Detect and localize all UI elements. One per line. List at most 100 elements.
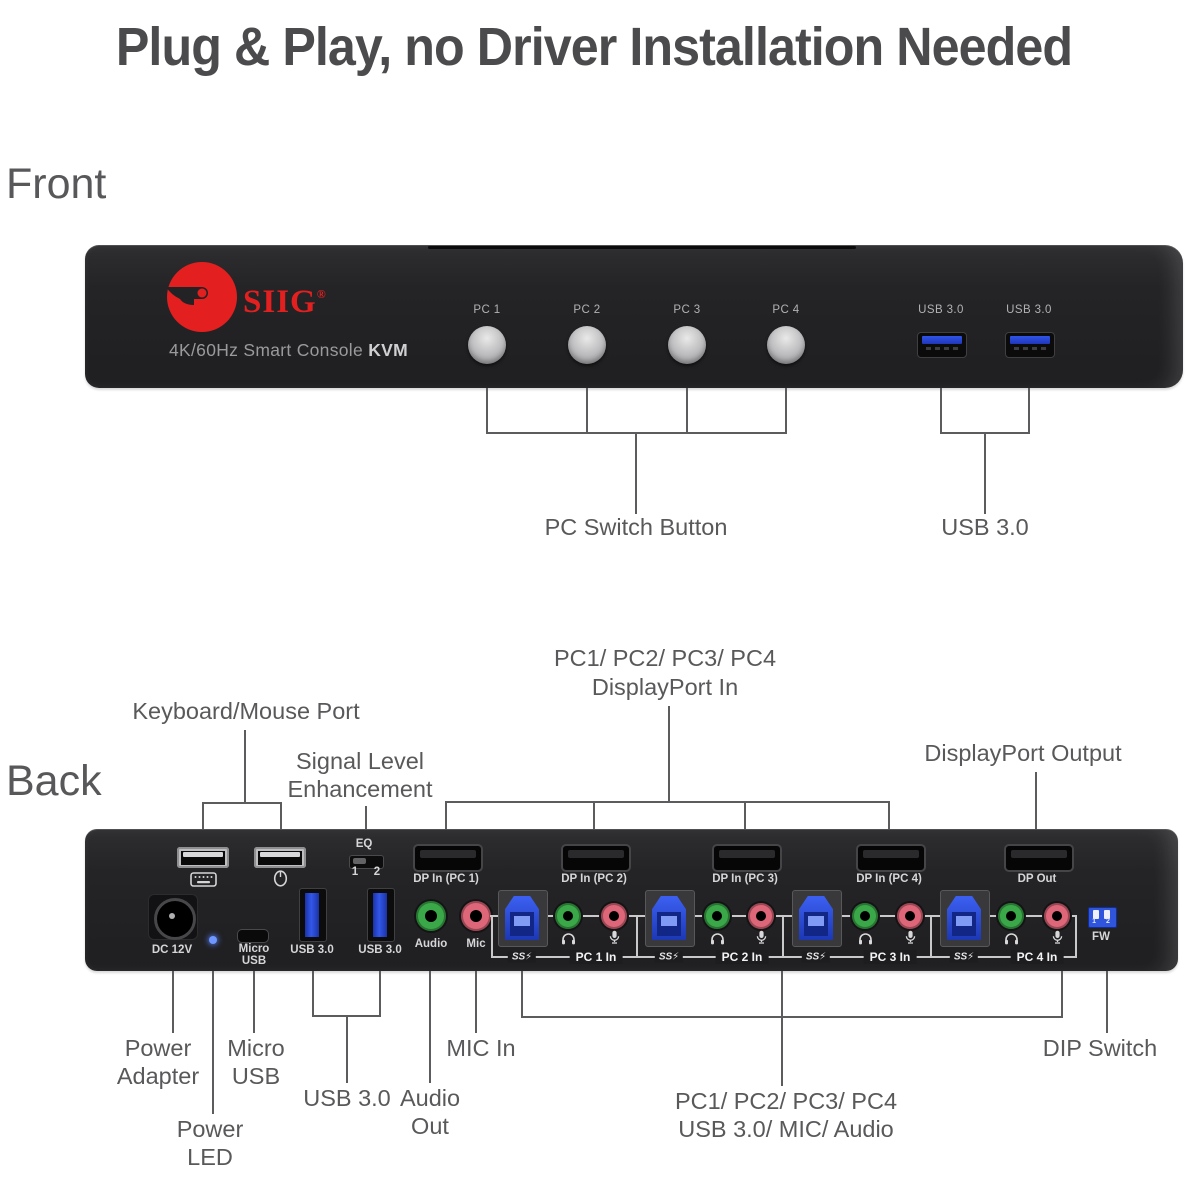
callout-line	[202, 802, 204, 830]
dp-out-port	[1004, 844, 1074, 872]
keyboard-icon	[190, 872, 217, 892]
mic-label: Mic	[466, 938, 486, 950]
callout-line	[280, 802, 282, 830]
callout-line	[1035, 772, 1037, 830]
callout-line	[172, 971, 174, 1033]
pc1-in-label: PC 1 In	[569, 950, 623, 964]
callout-line	[984, 432, 986, 514]
microphone-icon	[905, 930, 916, 950]
brand-text: SIIG®	[243, 284, 327, 320]
callout-dp-output: DisplayPort Output	[924, 740, 1122, 766]
micro-usb-port	[237, 929, 269, 943]
pc4-in-label: PC 4 In	[1010, 950, 1064, 964]
page-title: Plug & Play, no Driver Installation Need…	[115, 17, 1073, 77]
fw-label: FW	[1092, 931, 1110, 943]
pc2-audio-jack	[704, 903, 730, 929]
pc1-mic-jack	[601, 903, 627, 929]
callout-power-led-2: LED	[187, 1144, 233, 1170]
back-usb2-port	[367, 888, 395, 942]
pc1-switch-button	[468, 326, 506, 364]
eq-position-1: 1	[351, 866, 359, 878]
callout-keyboard-mouse: Keyboard/Mouse Port	[132, 698, 360, 724]
pc3-button-label: PC 3	[673, 304, 701, 316]
pc3-usb-b-port	[792, 890, 842, 947]
callout-micro-usb-1: Micro	[227, 1035, 285, 1061]
callout-line	[686, 388, 688, 433]
headphone-icon	[858, 932, 873, 950]
callout-signal-level-2: Enhancement	[287, 776, 433, 802]
callout-line	[346, 1015, 348, 1083]
callout-micro-usb-2: USB	[231, 1063, 281, 1089]
callout-line	[888, 801, 890, 830]
callout-line	[445, 801, 447, 830]
pc4-usb-b-port	[940, 890, 990, 947]
group-divider	[1075, 915, 1077, 958]
callout-power-adapter-1: Power	[124, 1035, 192, 1061]
pc2-mic-jack	[748, 903, 774, 929]
group-bottom-line	[491, 956, 1077, 958]
dc-jack-pin	[169, 913, 175, 919]
callout-pc-switch-button: PC Switch Button	[544, 514, 728, 540]
front-usb2-label: USB 3.0	[1006, 304, 1052, 316]
callout-bracket	[202, 802, 282, 804]
mouse-icon	[273, 869, 288, 892]
pc4-button-label: PC 4	[772, 304, 800, 316]
pc3-in-label: PC 3 In	[863, 950, 917, 964]
front-usb1-label: USB 3.0	[918, 304, 964, 316]
dp-in-pc1-port	[413, 844, 483, 872]
pc3-superspeed-icon: SS⚡	[801, 951, 831, 963]
dp-in-pc3-label: DP In (PC 3)	[712, 873, 778, 885]
callout-line	[1106, 971, 1108, 1033]
callout-back-usb3: USB 3.0	[303, 1085, 391, 1111]
callout-line	[940, 388, 942, 433]
callout-line	[668, 706, 670, 802]
dp-out-label: DP Out	[1017, 873, 1057, 885]
mouse-port	[254, 847, 306, 868]
pc2-usb-b-port	[645, 890, 695, 947]
group-divider	[930, 915, 932, 958]
microphone-icon	[756, 930, 767, 950]
pc1-usb-b-port	[498, 890, 548, 947]
callout-power-adapter-2: Adapter	[116, 1063, 200, 1089]
callout-dip-switch: DIP Switch	[1042, 1035, 1158, 1061]
callout-power-led-1: Power	[176, 1116, 244, 1142]
micro-usb-label-2: USB	[241, 955, 267, 967]
pc2-superspeed-icon: SS⚡	[654, 951, 684, 963]
callout-line	[244, 730, 246, 803]
front-usb1-port	[917, 332, 967, 358]
pc1-superspeed-icon: SS⚡	[507, 951, 537, 963]
pc3-audio-jack	[852, 903, 878, 929]
eq-position-2: 2	[373, 866, 381, 878]
dip-switch-numbers: 1 2	[1092, 918, 1114, 925]
pc4-mic-jack	[1044, 903, 1070, 929]
callout-signal-level-1: Signal Level	[295, 748, 425, 774]
back-usb1-label: USB 3.0	[290, 944, 334, 956]
pc2-in-label: PC 2 In	[715, 950, 769, 964]
callout-audio-out-1: Audio	[399, 1085, 461, 1111]
callout-line	[1061, 971, 1063, 1018]
pc3-switch-button	[668, 326, 706, 364]
callout-line	[365, 806, 367, 830]
pc1-button-label: PC 1	[473, 304, 501, 316]
eq-label: EQ	[355, 838, 373, 850]
kvm-front-panel	[85, 245, 1183, 388]
dp-in-pc4-port	[856, 844, 926, 872]
callout-line	[312, 971, 314, 1016]
callout-bracket	[521, 1016, 1063, 1018]
micro-usb-label-1: Micro	[238, 943, 270, 955]
callout-pc-io-2: USB 3.0/ MIC/ Audio	[678, 1116, 894, 1142]
callout-line	[212, 971, 214, 1114]
dc-label: DC 12V	[151, 944, 193, 956]
callout-line	[253, 971, 255, 1033]
callout-line	[781, 971, 783, 1086]
callout-line	[586, 388, 588, 433]
pc2-button-label: PC 2	[573, 304, 601, 316]
callout-mic-in: MIC In	[446, 1035, 516, 1061]
callout-line	[593, 801, 595, 830]
headphone-icon	[561, 932, 576, 950]
dc-power-jack	[154, 898, 196, 940]
power-led	[209, 936, 217, 944]
callout-line	[785, 388, 787, 433]
front-tagline: 4K/60Hz Smart Console KVM	[169, 340, 408, 360]
